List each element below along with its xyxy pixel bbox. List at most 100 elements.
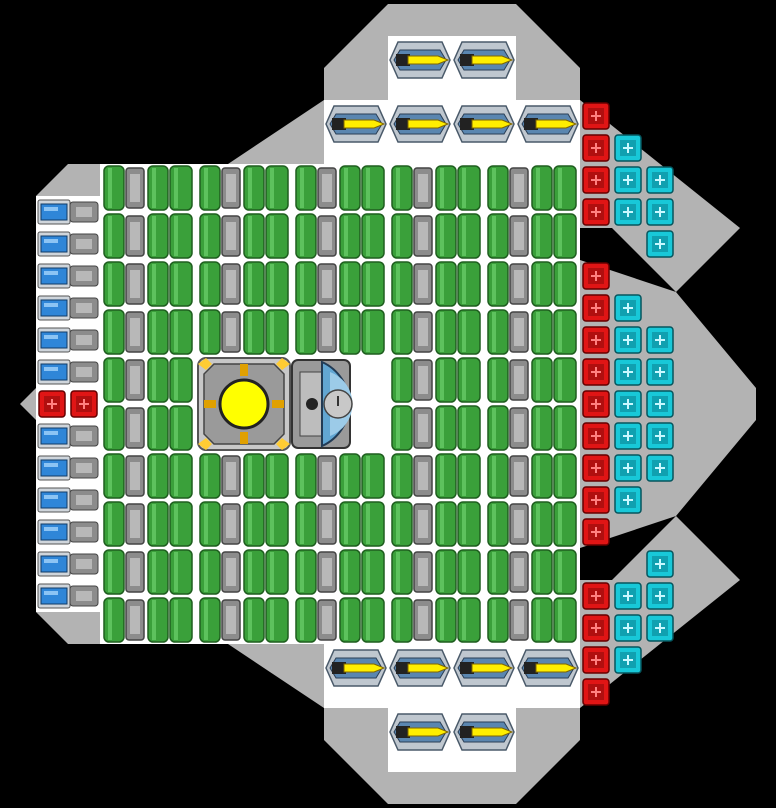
fuel-tank-icon[interactable]	[103, 405, 193, 451]
red-block-icon[interactable]	[38, 390, 66, 418]
red-block-icon[interactable]	[582, 422, 610, 450]
fuel-tank-icon[interactable]	[103, 453, 193, 499]
thruster-icon[interactable]	[453, 41, 515, 79]
red-block-icon[interactable]	[582, 518, 610, 546]
blue-cell-icon[interactable]	[37, 359, 99, 385]
cockpit-icon[interactable]	[291, 359, 353, 449]
fuel-tank-icon[interactable]	[487, 597, 577, 643]
red-block-icon[interactable]	[582, 198, 610, 226]
fuel-tank-icon[interactable]	[295, 261, 385, 307]
fuel-tank-icon[interactable]	[103, 309, 193, 355]
cyan-block-icon[interactable]	[614, 294, 642, 322]
red-block-icon[interactable]	[582, 678, 610, 706]
thruster-icon[interactable]	[389, 105, 451, 143]
fuel-tank-icon[interactable]	[199, 597, 289, 643]
fuel-tank-icon[interactable]	[199, 165, 289, 211]
fuel-tank-icon[interactable]	[391, 357, 481, 403]
cyan-block-icon[interactable]	[614, 198, 642, 226]
thruster-icon[interactable]	[453, 649, 515, 687]
cyan-block-icon[interactable]	[646, 550, 674, 578]
cyan-block-icon[interactable]	[614, 422, 642, 450]
cyan-block-icon[interactable]	[646, 582, 674, 610]
cyan-block-icon[interactable]	[646, 166, 674, 194]
fuel-tank-icon[interactable]	[295, 213, 385, 259]
fuel-tank-icon[interactable]	[103, 501, 193, 547]
fuel-tank-icon[interactable]	[295, 309, 385, 355]
thruster-icon[interactable]	[389, 713, 451, 751]
thruster-icon[interactable]	[517, 105, 579, 143]
red-block-icon[interactable]	[582, 358, 610, 386]
cyan-block-icon[interactable]	[614, 454, 642, 482]
blue-cell-icon[interactable]	[37, 199, 99, 225]
thruster-icon[interactable]	[389, 41, 451, 79]
fuel-tank-icon[interactable]	[295, 549, 385, 595]
cyan-block-icon[interactable]	[614, 326, 642, 354]
fuel-tank-icon[interactable]	[103, 261, 193, 307]
cyan-block-icon[interactable]	[614, 166, 642, 194]
fuel-tank-icon[interactable]	[391, 165, 481, 211]
fuel-tank-icon[interactable]	[295, 501, 385, 547]
cyan-block-icon[interactable]	[646, 230, 674, 258]
fuel-tank-icon[interactable]	[391, 213, 481, 259]
blue-cell-icon[interactable]	[37, 263, 99, 289]
blue-cell-icon[interactable]	[37, 487, 99, 513]
fuel-tank-icon[interactable]	[391, 405, 481, 451]
blue-cell-icon[interactable]	[37, 551, 99, 577]
cyan-block-icon[interactable]	[646, 358, 674, 386]
red-block-icon[interactable]	[582, 486, 610, 514]
red-block-icon[interactable]	[582, 454, 610, 482]
fuel-tank-icon[interactable]	[199, 309, 289, 355]
fuel-tank-icon[interactable]	[295, 165, 385, 211]
fuel-tank-icon[interactable]	[487, 453, 577, 499]
cyan-block-icon[interactable]	[614, 486, 642, 514]
red-block-icon[interactable]	[582, 326, 610, 354]
red-block-icon[interactable]	[582, 166, 610, 194]
fuel-tank-icon[interactable]	[391, 261, 481, 307]
fuel-tank-icon[interactable]	[199, 453, 289, 499]
cyan-block-icon[interactable]	[646, 326, 674, 354]
cyan-block-icon[interactable]	[646, 198, 674, 226]
red-block-icon[interactable]	[582, 102, 610, 130]
red-block-icon[interactable]	[582, 262, 610, 290]
fuel-tank-icon[interactable]	[199, 549, 289, 595]
fuel-tank-icon[interactable]	[487, 309, 577, 355]
red-block-icon[interactable]	[70, 390, 98, 418]
fuel-tank-icon[interactable]	[487, 261, 577, 307]
blue-cell-icon[interactable]	[37, 231, 99, 257]
thruster-icon[interactable]	[453, 105, 515, 143]
fuel-tank-icon[interactable]	[487, 165, 577, 211]
red-block-icon[interactable]	[582, 646, 610, 674]
blue-cell-icon[interactable]	[37, 327, 99, 353]
fuel-tank-icon[interactable]	[103, 549, 193, 595]
cyan-block-icon[interactable]	[646, 390, 674, 418]
fuel-tank-icon[interactable]	[487, 549, 577, 595]
cyan-block-icon[interactable]	[614, 358, 642, 386]
reactor-core-icon[interactable]	[197, 357, 291, 451]
cyan-block-icon[interactable]	[614, 646, 642, 674]
fuel-tank-icon[interactable]	[391, 597, 481, 643]
cyan-block-icon[interactable]	[646, 422, 674, 450]
fuel-tank-icon[interactable]	[199, 261, 289, 307]
cyan-block-icon[interactable]	[614, 614, 642, 642]
red-block-icon[interactable]	[582, 294, 610, 322]
fuel-tank-icon[interactable]	[391, 453, 481, 499]
thruster-icon[interactable]	[325, 649, 387, 687]
fuel-tank-icon[interactable]	[391, 549, 481, 595]
cyan-block-icon[interactable]	[614, 582, 642, 610]
blue-cell-icon[interactable]	[37, 455, 99, 481]
fuel-tank-icon[interactable]	[487, 405, 577, 451]
red-block-icon[interactable]	[582, 390, 610, 418]
fuel-tank-icon[interactable]	[295, 597, 385, 643]
red-block-icon[interactable]	[582, 614, 610, 642]
thruster-icon[interactable]	[389, 649, 451, 687]
blue-cell-icon[interactable]	[37, 583, 99, 609]
blue-cell-icon[interactable]	[37, 295, 99, 321]
fuel-tank-icon[interactable]	[487, 213, 577, 259]
fuel-tank-icon[interactable]	[487, 501, 577, 547]
fuel-tank-icon[interactable]	[295, 453, 385, 499]
fuel-tank-icon[interactable]	[487, 357, 577, 403]
cyan-block-icon[interactable]	[614, 134, 642, 162]
blue-cell-icon[interactable]	[37, 423, 99, 449]
fuel-tank-icon[interactable]	[103, 597, 193, 643]
thruster-icon[interactable]	[325, 105, 387, 143]
